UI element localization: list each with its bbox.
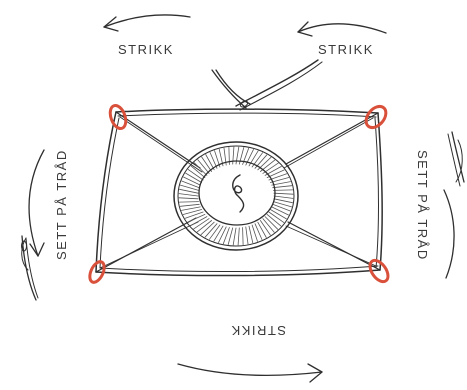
yarn-hatch-line <box>179 194 198 196</box>
arrow-left <box>29 150 44 256</box>
yarn-hatch-line <box>273 204 291 211</box>
yarn-hatch-line <box>180 185 198 190</box>
yarn-hatch-line <box>270 210 286 219</box>
yarn-hatch-line <box>233 228 236 245</box>
label-right: SETT PÅ TRÅD <box>415 150 430 261</box>
label-top-left: STRIKK <box>118 42 174 57</box>
yarn-hatch-line <box>272 182 291 186</box>
yarn-hatch-line <box>184 177 201 185</box>
yarn-hatch-line <box>214 226 223 241</box>
yarn-hatch-line <box>228 228 233 245</box>
yarn-hatch-line <box>194 219 209 229</box>
yarn-hatch-line <box>260 221 270 236</box>
yarn-hatch-line <box>191 217 207 226</box>
arrow-top-right <box>298 22 386 36</box>
yarn-hatch-line <box>273 186 292 188</box>
label-left: SETT PÅ TRÅD <box>54 149 69 260</box>
yarn-hatch-line <box>246 227 248 244</box>
label-top-right: STRIKK <box>318 42 374 57</box>
yarn-hatch-line <box>223 228 229 244</box>
yarn-hatch-line <box>198 160 209 174</box>
yarn-hatch-line <box>272 207 289 215</box>
yarn-hatch-line <box>182 181 200 188</box>
yarn-hatch-line <box>188 214 205 222</box>
loop-marker-icon <box>87 103 392 285</box>
yarn-hatch-line <box>274 199 293 203</box>
yarn-ball-icon <box>174 142 298 250</box>
arrow-bottom <box>178 364 322 382</box>
yarn-hatch-line <box>209 225 220 239</box>
yarn-hatch-line <box>182 207 201 211</box>
arrow-right <box>444 190 454 278</box>
yarn-hatch-line <box>258 222 267 237</box>
yarn-hatch-line <box>202 157 212 172</box>
yarn-hatch-line <box>238 228 239 245</box>
needle-icon-left <box>22 236 39 300</box>
yarn-hatch-line <box>179 202 198 203</box>
yarn-hatch-line <box>180 189 199 193</box>
yarn-hatch-line <box>186 173 202 182</box>
yarn-hatch-line <box>263 219 274 233</box>
yarn-hatch-line <box>180 204 199 206</box>
yarn-hatch-line <box>179 198 198 199</box>
yarn-hatch-line <box>274 196 293 198</box>
needle-icon-right <box>448 132 464 186</box>
yarn-hatch-line <box>274 193 293 194</box>
label-bottom: STRIKK <box>230 323 286 338</box>
yarn-hatch-line <box>249 226 253 243</box>
yarn-hatch-line <box>243 228 244 245</box>
yarn-hatch-line <box>273 190 292 191</box>
yarn-hatch-line <box>273 202 291 207</box>
yarn-hatch-line <box>252 153 263 167</box>
arrow-top-left <box>104 15 190 31</box>
needle-icon <box>212 60 322 110</box>
